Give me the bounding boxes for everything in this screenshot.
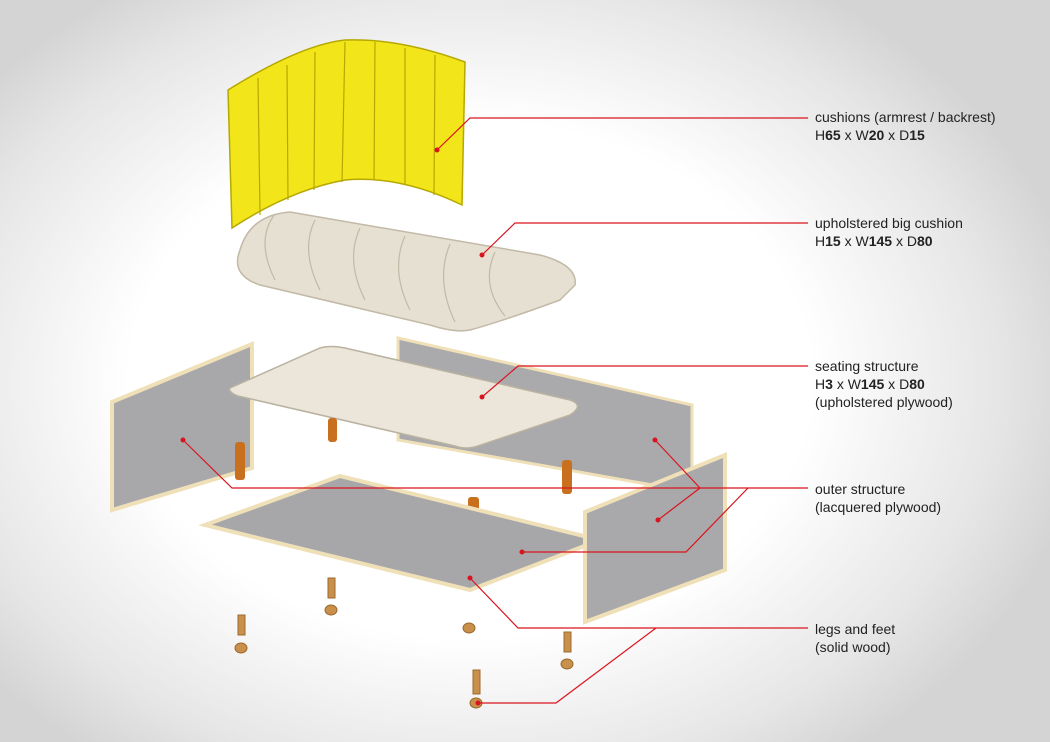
seating-structure: [228, 345, 579, 449]
upholstered-big-cushion: [236, 211, 576, 332]
leader-lines: [182, 117, 808, 704]
post: [235, 442, 245, 480]
label-dims: H3 x W145 x D80: [815, 376, 925, 392]
label-name: seating structure: [815, 358, 919, 374]
label-dims: H15 x W145 x D80: [815, 233, 933, 249]
feet: [234, 577, 574, 709]
label-outer-structure: outer structure (lacquered plywood): [815, 480, 941, 516]
label-big-cushion: upholstered big cushion H15 x W145 x D80: [815, 214, 963, 250]
post: [562, 460, 572, 494]
left-side-panel: [110, 341, 254, 513]
label-note: (lacquered plywood): [815, 499, 942, 515]
label-legs-feet: legs and feet (solid wood): [815, 620, 895, 656]
label-name: cushions (armrest / backrest): [815, 109, 996, 125]
label-seating-structure: seating structure H3 x W145 x D80 (uphol…: [815, 357, 953, 411]
armrest-backrest-cushions: [227, 39, 466, 230]
label-cushions: cushions (armrest / backrest) H65 x W20 …: [815, 108, 996, 144]
label-note: (upholstered plywood): [815, 394, 953, 410]
right-side-panel: [583, 452, 727, 625]
label-name: outer structure: [815, 481, 906, 497]
label-note: (solid wood): [815, 639, 891, 655]
label-name: upholstered big cushion: [815, 215, 963, 231]
base-panel: [198, 473, 607, 593]
label-name: legs and feet: [815, 621, 896, 637]
post: [328, 418, 337, 442]
label-dims: H65 x W20 x D15: [815, 127, 925, 143]
